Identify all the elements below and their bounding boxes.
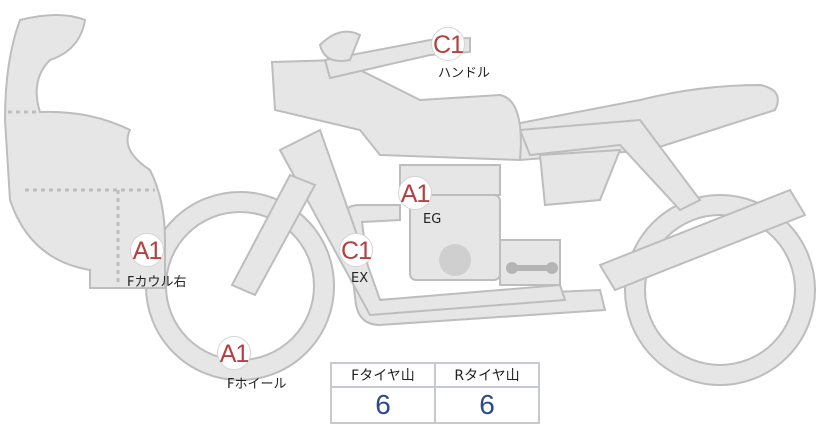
- fuel-tank: [270, 58, 522, 162]
- grade-badge-exhaust[interactable]: C1: [339, 233, 373, 267]
- front-cowl: [3, 14, 166, 289]
- value-front-tire: 6: [330, 386, 436, 424]
- header-rear-tire: Rタイヤ山: [434, 362, 540, 388]
- label-front-wheel: Fホイール: [227, 377, 287, 392]
- value-rear-tire: 6: [434, 386, 540, 424]
- tire-tread-table: Fタイヤ山 Rタイヤ山 6 6: [330, 362, 540, 424]
- engine-plug: [439, 244, 471, 276]
- label-engine: EG: [423, 212, 442, 227]
- label-front-cowl-right: Fカウル右: [127, 275, 187, 290]
- grade-badge-front-cowl-right[interactable]: A1: [130, 233, 164, 267]
- grade-badge-engine[interactable]: A1: [398, 176, 432, 210]
- front-fork: [230, 173, 317, 297]
- engine: [409, 194, 501, 281]
- grade-badge-front-wheel[interactable]: A1: [217, 336, 251, 370]
- rear-frame: [518, 118, 702, 212]
- grade-badge-handlebar[interactable]: C1: [431, 27, 465, 61]
- swingarm: [598, 188, 807, 292]
- side-cover: [538, 148, 622, 207]
- label-handlebar: ハンドル: [438, 66, 491, 81]
- header-front-tire: Fタイヤ山: [330, 362, 436, 388]
- label-exhaust: EX: [351, 271, 369, 286]
- mirror: [318, 30, 362, 62]
